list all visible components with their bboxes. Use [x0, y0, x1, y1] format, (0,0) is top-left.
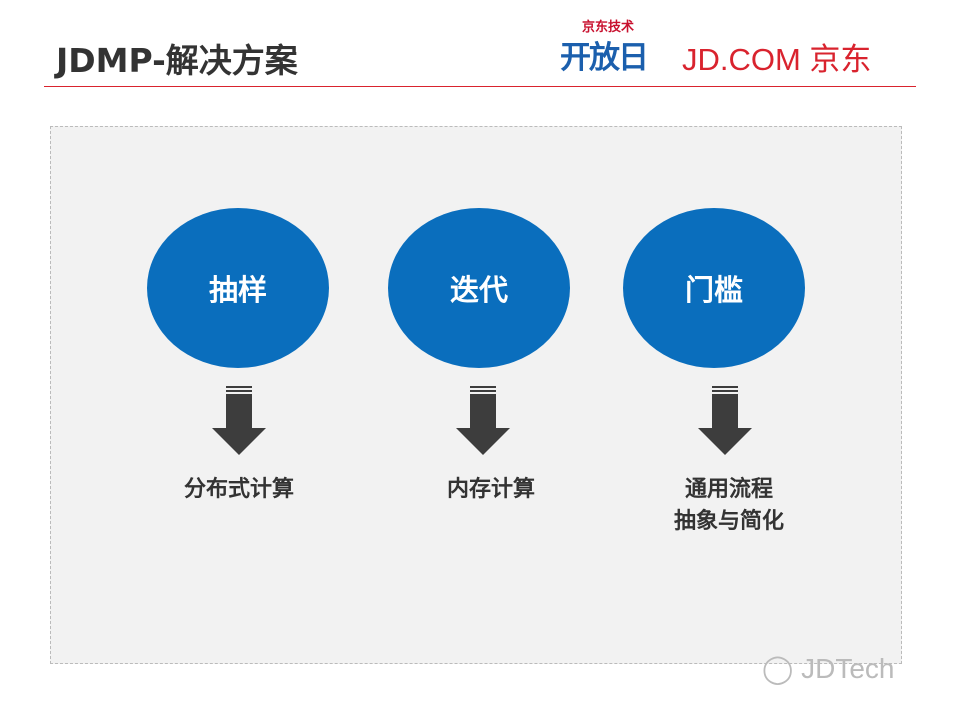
result-label: 分布式计算 [139, 474, 339, 506]
result-line: 通用流程 [684, 477, 773, 502]
result-line: 分布式计算 [183, 477, 294, 502]
circle-threshold: 门槛 [623, 208, 805, 368]
result-label: 内存计算 [391, 474, 591, 506]
page-title: JDMP-解决方案 [56, 41, 298, 80]
result-line: 抽象与简化 [673, 509, 784, 534]
logo-tagline: 京东技术 [582, 20, 635, 35]
circle-iteration: 迭代 [388, 208, 570, 368]
result-label: 通用流程抽象与简化 [629, 474, 829, 538]
logo-jd: JD.COM 京东 [682, 42, 872, 77]
result-line: 内存计算 [446, 477, 535, 502]
arrow-down-icon [212, 386, 266, 455]
logo-open-day: 开放日 [560, 40, 649, 76]
arrow-down-icon [456, 386, 510, 455]
circle-sampling: 抽样 [147, 208, 329, 368]
title-divider [44, 86, 916, 87]
watermark: ◯ JDTech [762, 653, 895, 684]
watermark-text: JDTech [801, 653, 895, 684]
arrow-down-icon [698, 386, 752, 455]
